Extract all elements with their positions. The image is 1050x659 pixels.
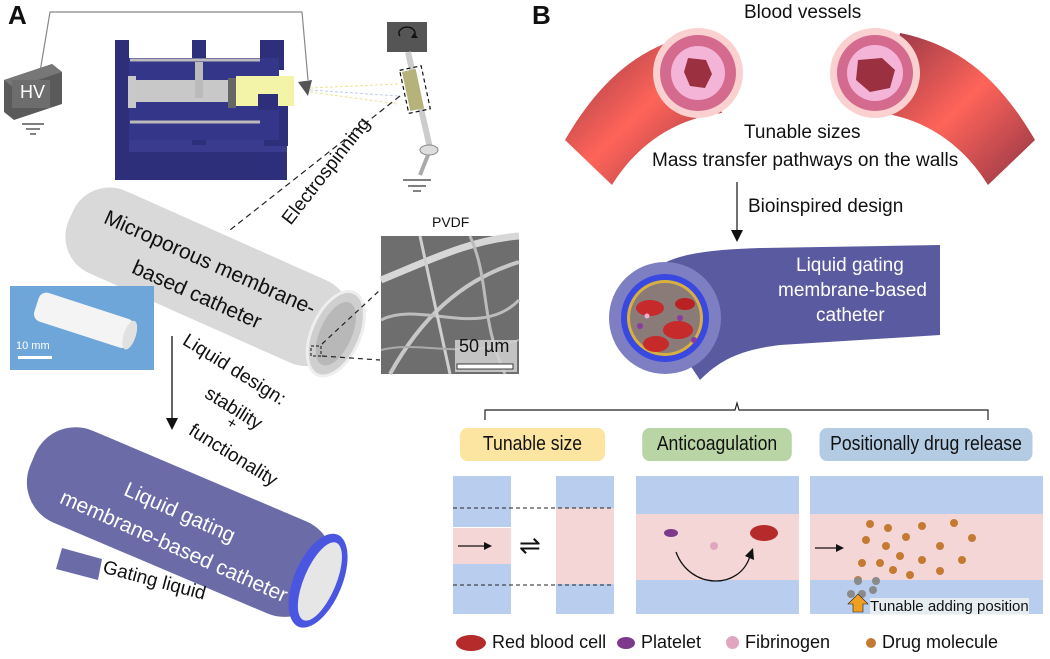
drug-molecule — [918, 556, 926, 564]
bioinspired-catheter — [609, 245, 940, 380]
sem-scale-bar-label: 50 µm — [459, 336, 510, 356]
legend-label: Fibrinogen — [745, 632, 831, 652]
hv-label: HV — [20, 82, 46, 102]
drug-molecule — [902, 533, 910, 541]
rotating-collector-icon — [387, 22, 439, 192]
adding-position-arrow-icon — [847, 593, 869, 613]
legend-item-drug: Drug molecule — [866, 632, 998, 653]
drug-molecule — [936, 567, 944, 575]
platelet-icon — [617, 636, 635, 649]
sem-title: PVDF — [432, 214, 470, 230]
lgm-catheter-b-line1: Liquid gating — [796, 255, 904, 276]
bracket — [484, 400, 989, 420]
catheter-photo — [10, 286, 154, 370]
drug-molecule — [882, 542, 890, 550]
legend-label: Platelet — [641, 632, 702, 652]
hv-wire — [39, 11, 309, 81]
vessel-cross-section-left — [653, 28, 743, 118]
drug-molecule — [889, 566, 897, 574]
drug-molecule — [866, 520, 874, 528]
function-tag-drug-release: Positionally drug release — [819, 428, 1033, 461]
legend-item-rbc: Red blood cell — [456, 632, 606, 653]
legend-item-fibrinogen: Fibrinogen — [726, 632, 830, 653]
drug-molecule — [896, 552, 904, 560]
lgm-catheter-b-line2: membrane-based — [778, 280, 927, 301]
bioinspired-design-label: Bioinspired design — [748, 196, 904, 217]
legend-label: Drug molecule — [882, 632, 999, 652]
feature-mass-transfer: Mass transfer pathways on the walls — [652, 150, 959, 171]
liquid-gating-catheter-tube — [26, 427, 348, 628]
tunable-size-diagram — [453, 476, 614, 614]
function-tag-anticoagulation: Anticoagulation — [642, 428, 792, 461]
blood-vessels-title: Blood vessels — [744, 2, 862, 23]
feature-tunable-sizes: Tunable sizes — [744, 122, 861, 143]
function-tag-tunable-size: Tunable size — [459, 428, 606, 461]
fibrinogen-icon — [726, 636, 739, 649]
photo-scale-bar-label: 10 mm — [16, 340, 50, 352]
red-blood-cell-icon — [456, 634, 486, 651]
equilibrium-symbol: ⇌ — [519, 530, 541, 560]
drug-molecule-icon — [866, 637, 876, 648]
gating-liquid-swatch — [56, 548, 102, 580]
vessel-cross-section-right — [830, 28, 920, 118]
panel-b-label: B — [532, 0, 551, 30]
microporous-catheter-tube — [65, 187, 366, 378]
legend-label: Red blood cell — [492, 632, 607, 652]
drug-molecule — [918, 522, 926, 530]
panel-a-label: A — [8, 0, 27, 30]
tunable-adding-position-label: Tunable adding position — [870, 598, 1029, 615]
lgm-catheter-b-line3: catheter — [816, 305, 885, 326]
legend-item-platelet: Platelet — [617, 632, 701, 653]
sem-image — [379, 232, 521, 375]
drug-molecule — [884, 524, 892, 532]
anticoagulation-diagram — [636, 476, 799, 614]
drug-molecule — [862, 536, 870, 544]
drug-molecule — [876, 559, 884, 567]
drug-molecule — [950, 519, 958, 527]
drug-molecule — [958, 556, 966, 564]
drug-release-diagram — [810, 476, 1043, 614]
drug-molecule — [858, 559, 866, 567]
drug-molecule — [968, 534, 976, 542]
syringe-pump-icon — [115, 40, 312, 180]
hv-power-supply-icon — [4, 64, 62, 135]
drug-molecule — [936, 542, 944, 550]
drug-molecule — [906, 571, 914, 579]
